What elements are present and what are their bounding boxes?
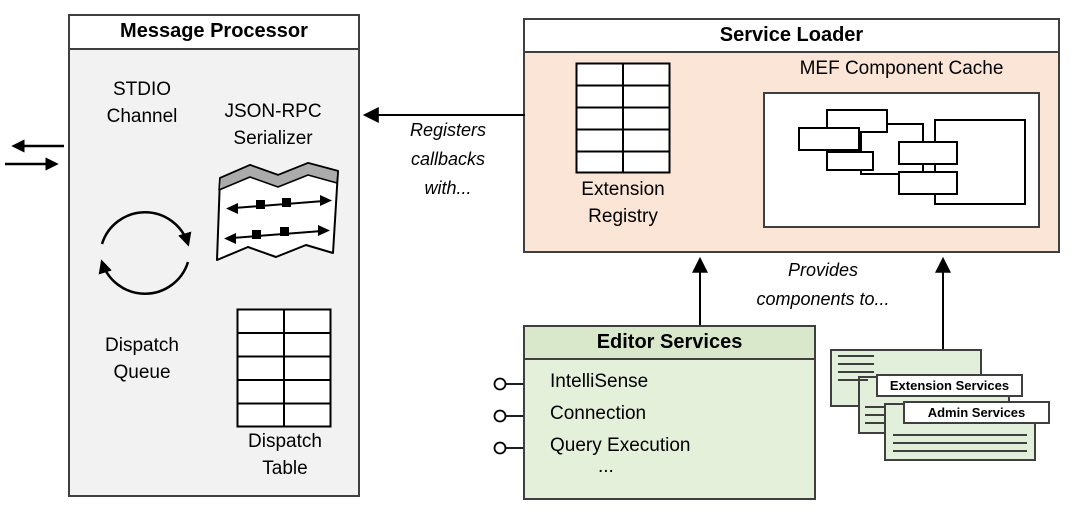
card-text-line bbox=[893, 450, 1027, 452]
service-stack-arrow bbox=[935, 256, 951, 349]
json-rpc-serializer-label: JSON-RPC Serializer bbox=[224, 101, 322, 149]
message-processor-box: Message Processor bbox=[68, 14, 360, 497]
editor-services-title: Editor Services bbox=[525, 327, 814, 360]
card-text-line bbox=[893, 434, 1027, 436]
dispatch-table-label: Dispatch Table bbox=[248, 431, 322, 479]
card-text-line bbox=[838, 379, 868, 381]
editor-services-arrow bbox=[692, 256, 708, 325]
service-loader-title: Service Loader bbox=[525, 20, 1058, 53]
editor-service-item-intellisense: IntelliSense bbox=[550, 371, 649, 392]
mef-cache-box bbox=[763, 92, 1040, 228]
card-text-line bbox=[865, 422, 895, 424]
editor-service-item-connection: Connection bbox=[550, 403, 647, 424]
extension-services-label: Extension Services bbox=[876, 374, 1023, 397]
card-text-line bbox=[838, 355, 874, 357]
registers-callbacks-arrow bbox=[362, 107, 525, 123]
card-text-line bbox=[838, 371, 874, 373]
admin-services-label: Admin Services bbox=[903, 401, 1050, 424]
card-text-line bbox=[893, 442, 1027, 444]
extension-registry-label: Extension Registry bbox=[581, 179, 665, 227]
provides-components-label: Provides components to... bbox=[756, 260, 890, 309]
editor-service-item-ellipsis: ... bbox=[598, 456, 614, 477]
registers-callbacks-label: Registers callbacks with... bbox=[409, 120, 487, 198]
message-processor-title: Message Processor bbox=[70, 16, 358, 50]
lollipop-connector-icon bbox=[493, 377, 523, 455]
dispatch-queue-icon bbox=[98, 211, 192, 295]
stdio-arrows-icon bbox=[5, 139, 64, 171]
dispatch-table-icon bbox=[236, 308, 332, 428]
mef-cache-title: MEF Component Cache bbox=[799, 58, 1004, 79]
editor-services-box: Editor Services bbox=[523, 325, 816, 500]
stdio-channel-label: STDIO Channel bbox=[106, 79, 178, 127]
editor-service-item-query-execution: Query Execution bbox=[550, 435, 691, 456]
extension-registry-table-icon bbox=[575, 62, 671, 174]
mef-components-icon bbox=[798, 109, 1026, 205]
card-text-line bbox=[865, 406, 895, 408]
dispatch-queue-label: Dispatch Queue bbox=[105, 335, 179, 383]
card-text-line bbox=[865, 414, 895, 416]
json-rpc-serializer-icon bbox=[216, 162, 339, 261]
card-text-line bbox=[838, 363, 874, 365]
